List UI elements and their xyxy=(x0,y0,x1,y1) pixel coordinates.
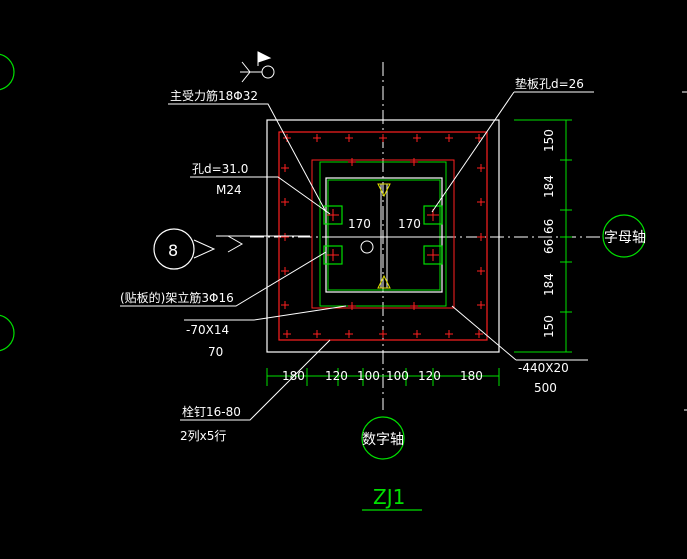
dim-bottom-0: 180 xyxy=(282,369,305,383)
inner-dim-left: 170 xyxy=(348,217,371,231)
number-axis-label: 数字轴 xyxy=(362,432,404,448)
drawing-title: ZJ1 xyxy=(373,485,405,509)
green-outer-plate xyxy=(319,161,447,307)
rebar-marks xyxy=(281,134,485,338)
hole-diameter-label: 孔d=31.0 xyxy=(192,162,248,176)
dim-right-3: 66 xyxy=(542,239,556,254)
dim-bottom-3: 100 xyxy=(386,369,409,383)
detail-number: 8 xyxy=(168,241,178,260)
dim-right-1: 184 xyxy=(542,175,556,198)
main-rebar-label: 主受力筋18Φ32 xyxy=(170,88,258,103)
dim-right-5: 150 xyxy=(542,315,556,338)
letter-axis-bubble xyxy=(602,214,646,258)
bolt-hole-tl xyxy=(323,205,343,225)
dim-bottom-5: 180 xyxy=(460,369,483,383)
bolt-hole-br xyxy=(423,245,443,265)
bolt-hole-tr xyxy=(423,205,443,225)
rebar-cage-inner xyxy=(311,159,455,309)
left-axis-bubble-bottom xyxy=(0,314,15,352)
bolt-label: M24 xyxy=(216,183,242,197)
green-inner-frame xyxy=(327,179,441,291)
stud-label: 栓钉16-80 xyxy=(182,404,241,419)
base-plate-label: -440X20 xyxy=(518,361,569,375)
leaders xyxy=(120,91,594,421)
base-plate-width-label: 500 xyxy=(534,381,557,395)
gusset-top xyxy=(377,183,391,198)
gusset-bottom xyxy=(377,274,391,289)
plate-len-label: 70 xyxy=(208,345,223,359)
rebar-through-label: (贴板的)架立筋3Φ16 xyxy=(120,290,234,305)
dim-right-0: 150 xyxy=(542,129,556,152)
stud-layout-label: 2列x5行 xyxy=(180,429,226,443)
detail-pointer xyxy=(193,239,216,259)
dim-right-4: 184 xyxy=(542,273,556,296)
dim-bottom-2: 100 xyxy=(357,369,380,383)
column-section xyxy=(325,177,443,293)
number-axis-bubble xyxy=(361,416,405,460)
left-axis-bubble-top xyxy=(0,53,15,91)
detail-arrow xyxy=(227,235,244,253)
letter-axis-label: 字母轴 xyxy=(604,230,646,246)
plate-size-label: -70X14 xyxy=(186,323,229,337)
dim-bottom-ticks xyxy=(266,368,500,386)
section-flag-icon xyxy=(240,51,275,83)
grout-hole-icon xyxy=(360,240,374,254)
detail-bubble xyxy=(153,228,195,270)
pad-hole-label: 垫板孔d=26 xyxy=(515,76,584,91)
dim-bottom-1: 120 xyxy=(325,369,348,383)
inner-dim-right: 170 xyxy=(398,217,421,231)
dim-right-2: 66 xyxy=(542,219,556,234)
bolt-hole-bl xyxy=(323,245,343,265)
dim-bottom-4: 120 xyxy=(418,369,441,383)
